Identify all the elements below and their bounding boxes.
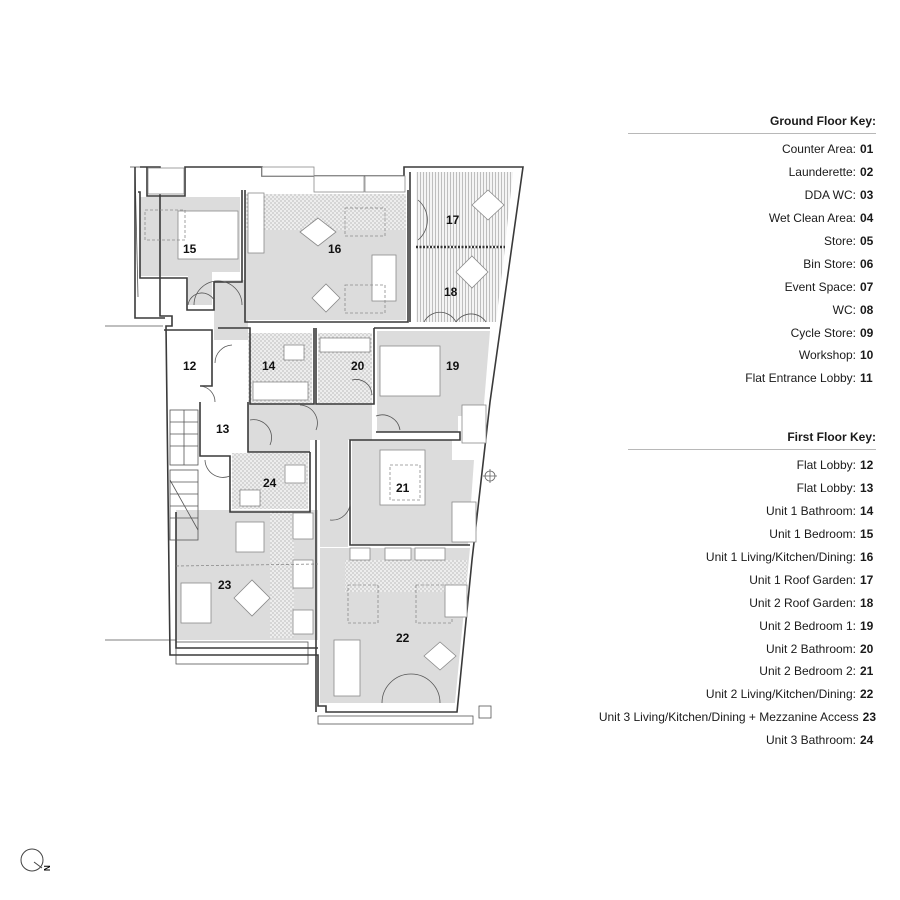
- room-labels: 15 16 17 18 12 14 20 19 13 24 21 23 22: [183, 213, 460, 645]
- room-label-20: 20: [351, 359, 365, 373]
- north-arrow-icon: N: [20, 848, 52, 872]
- room-label-21: 21: [396, 481, 410, 495]
- key-item: DDA WC:03: [804, 188, 874, 203]
- key-item: Unit 1 Bedroom:15: [769, 527, 874, 542]
- key-item: Cycle Store:09: [790, 325, 874, 340]
- room-label-22: 22: [396, 631, 410, 645]
- window-bays: [147, 166, 497, 719]
- key-item: Unit 2 Roof Garden:18: [749, 595, 874, 610]
- room-label-17: 17: [446, 213, 460, 227]
- key-item: Unit 1 Bathroom:14: [765, 504, 874, 519]
- door-swings: [187, 199, 487, 704]
- key-item: Counter Area:01: [781, 142, 874, 157]
- key-item: Unit 3 Bathroom:24: [765, 733, 874, 748]
- room-label-12: 12: [183, 359, 197, 373]
- room-label-13: 13: [216, 422, 230, 436]
- key-item: Unit 1 Roof Garden:17: [749, 572, 874, 587]
- key-item: Unit 2 Living/Kitchen/Dining:22: [705, 687, 874, 702]
- key-item: Unit 2 Bedroom 2:21: [759, 664, 874, 679]
- room-label-23: 23: [218, 578, 232, 592]
- svg-text:N: N: [43, 865, 52, 871]
- ground-floor-key: Ground Floor Key: Counter Area:01 Launde…: [628, 112, 876, 390]
- key-item: Unit 1 Living/Kitchen/Dining:16: [705, 550, 874, 564]
- room-label-14: 14: [262, 359, 276, 373]
- key-item: WC:08: [832, 302, 874, 317]
- key-item: Event Space:07: [784, 279, 874, 294]
- stairs: [169, 409, 199, 541]
- key-item: Unit 3 Living/Kitchen/Dining + Mezzanine…: [598, 710, 876, 725]
- key-item: Unit 2 Bedroom 1:19: [759, 618, 874, 633]
- room-label-19: 19: [446, 359, 460, 373]
- key-item: Flat Lobby:13: [796, 481, 874, 496]
- walls: [134, 166, 524, 713]
- key-item: Workshop:10: [798, 348, 874, 363]
- key-item: Flat Entrance Lobby:11: [745, 371, 873, 386]
- room-label-16: 16: [328, 242, 342, 256]
- room-label-24: 24: [263, 476, 277, 490]
- room-label-18: 18: [444, 285, 458, 299]
- key-item: Wet Clean Area:04: [768, 211, 874, 226]
- key-divider: [628, 449, 876, 450]
- key-item: Unit 2 Bathroom:20: [765, 641, 874, 656]
- room-label-15: 15: [183, 242, 197, 256]
- first-floor-key: First Floor Key: Flat Lobby:12 Flat Lobb…: [598, 428, 876, 752]
- key-item: Store:05: [823, 234, 874, 248]
- first-floor-key-title: First Floor Key:: [787, 430, 876, 444]
- key-divider: [628, 133, 876, 134]
- key-item: Launderette:02: [788, 165, 874, 180]
- ground-floor-key-title: Ground Floor Key:: [770, 114, 876, 128]
- key-item: Bin Store:06: [803, 256, 874, 271]
- key-item: Flat Lobby:12: [796, 458, 874, 473]
- furniture: [144, 175, 505, 697]
